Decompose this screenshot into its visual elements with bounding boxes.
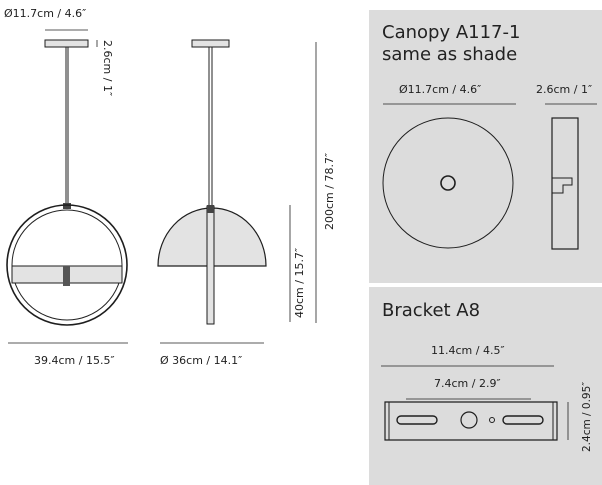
- side-arm: [206, 205, 215, 325]
- front-rod-clamp: [63, 203, 71, 209]
- front-view: Ø11.7cm / 4.6″ 2.6cm / 1″ 39.4cm / 15.5″: [4, 7, 128, 367]
- height-dimensions: 40cm / 15.7″ 200cm / 78.7″: [289, 42, 336, 323]
- bracket-right-slot: [502, 415, 544, 425]
- canopy-height-label: 2.6cm / 1″: [536, 83, 592, 96]
- front-socket: [63, 266, 70, 286]
- bracket-center-hole: [460, 411, 478, 429]
- canopy-panel: Canopy A117-1 same as shade Ø11.7cm / 4.…: [369, 10, 602, 283]
- bracket-plate: [384, 401, 558, 441]
- side-view: Ø 36cm / 14.1″: [157, 39, 267, 367]
- overall-height-label: 200cm / 78.7″: [323, 153, 336, 230]
- bracket-panel-title: Bracket A8: [382, 300, 480, 321]
- shade-height-label: 40cm / 15.7″: [293, 248, 306, 318]
- canopy-panel-subtitle: same as shade: [382, 44, 517, 65]
- bracket-hole-spacing-label: 7.4cm / 2.9″: [434, 377, 501, 390]
- canopy-panel-title: Canopy A117-1: [382, 22, 520, 43]
- front-ring-inner: [11, 209, 123, 321]
- canopy-side-slot: [552, 177, 573, 194]
- canopy-side-profile: [551, 117, 579, 250]
- front-ring-outer: [6, 204, 128, 326]
- canopy-diameter-label: Ø11.7cm / 4.6″: [399, 83, 481, 96]
- bracket-height-label: 2.4cm / 0.95″: [581, 382, 593, 452]
- bracket-left-slot: [396, 415, 438, 425]
- side-diameter-label: Ø 36cm / 14.1″: [160, 354, 242, 367]
- canopy-diameter-label: Ø11.7cm / 4.6″: [4, 7, 86, 20]
- canopy-height-label: 2.6cm / 1″: [101, 40, 114, 96]
- front-canopy: [44, 39, 89, 48]
- bracket-screw-hole: [489, 417, 495, 423]
- bracket-panel: Bracket A8 11.4cm / 4.5″ 7.4cm / 2.9″ 2.…: [369, 287, 602, 485]
- side-canopy: [191, 39, 230, 48]
- bracket-length-label: 11.4cm / 4.5″: [431, 344, 505, 357]
- front-width-label: 39.4cm / 15.5″: [34, 354, 115, 367]
- canopy-center-hole: [440, 175, 456, 191]
- canopy-top-view: [382, 117, 514, 249]
- bracket-panel-background: [369, 287, 602, 485]
